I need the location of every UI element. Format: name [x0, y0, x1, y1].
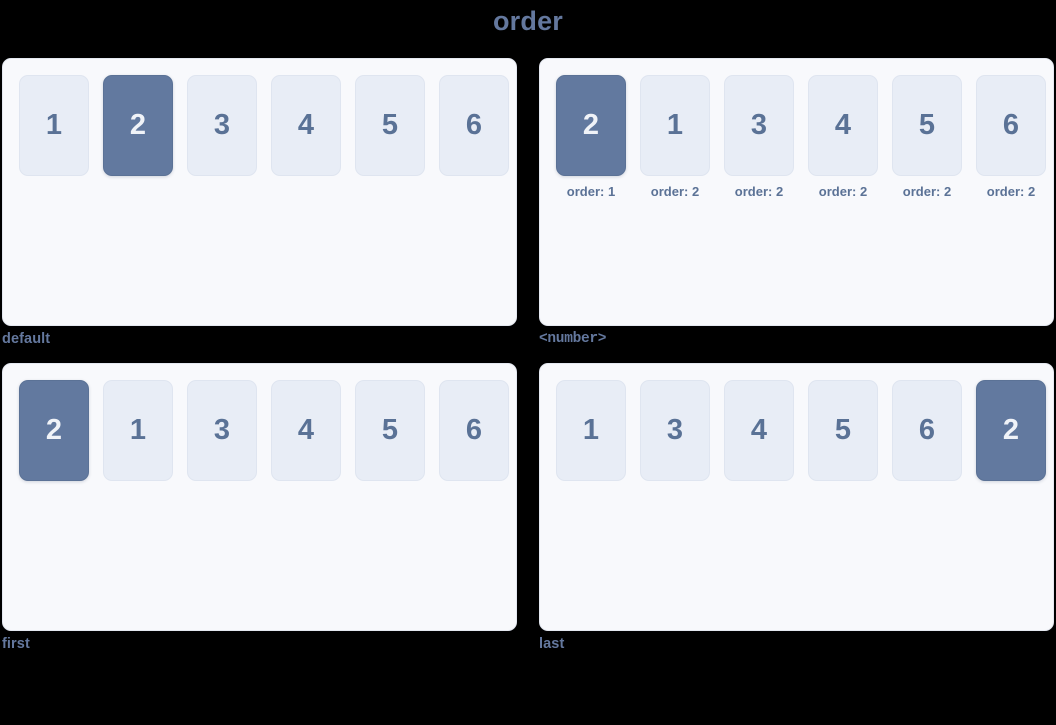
item-column: 1 — [556, 380, 626, 481]
item-column: 6 order: 2 — [976, 75, 1046, 200]
item-column: 4 — [271, 380, 341, 481]
flex-item[interactable]: 1 — [556, 380, 626, 481]
item-column: 2 order: 1 — [556, 75, 626, 200]
flex-item[interactable]: 5 — [808, 380, 878, 481]
item-column: 2 — [19, 380, 89, 481]
item-column: 1 — [19, 75, 89, 176]
flex-item[interactable]: 5 — [892, 75, 962, 176]
flex-item-highlighted[interactable]: 2 — [556, 75, 626, 176]
demo-block: 2 order: 1 1 order: 2 3 order: 2 4 order: 2 5 ord… — [539, 58, 1054, 348]
order-value-label: order: 2 — [734, 184, 784, 199]
flex-item[interactable]: 6 — [439, 380, 509, 481]
flex-item[interactable]: 4 — [808, 75, 878, 176]
flex-item[interactable]: 5 — [355, 380, 425, 481]
order-value-label: order: 2 — [986, 184, 1036, 199]
item-column: 5 — [808, 380, 878, 481]
order-value-label: order: 2 — [818, 184, 868, 199]
item-column: 2 — [976, 380, 1046, 481]
flex-item[interactable]: 3 — [187, 380, 257, 481]
item-column: 5 order: 2 — [892, 75, 962, 200]
flex-item[interactable]: 1 — [640, 75, 710, 176]
flex-item[interactable]: 3 — [640, 380, 710, 481]
item-column: 4 — [724, 380, 794, 481]
order-value-label: order: 2 — [650, 184, 700, 199]
flex-item[interactable]: 1 — [103, 380, 173, 481]
item-column: 3 — [640, 380, 710, 481]
flex-item-highlighted[interactable]: 2 — [103, 75, 173, 176]
item-column: 6 — [439, 380, 509, 481]
item-column: 5 — [355, 380, 425, 481]
item-column: 2 — [103, 75, 173, 176]
flex-item[interactable]: 3 — [187, 75, 257, 176]
item-column: 1 — [103, 380, 173, 481]
order-value-label: order: 2 — [902, 184, 952, 199]
item-column: 3 — [187, 75, 257, 176]
panel-label: default — [2, 331, 51, 347]
order-value-label: order: 1 — [566, 184, 616, 199]
item-column: 5 — [355, 75, 425, 176]
flex-item[interactable]: 4 — [271, 380, 341, 481]
flex-item[interactable]: 3 — [724, 75, 794, 176]
flex-item[interactable]: 5 — [355, 75, 425, 176]
demo-panel: 2 order: 1 1 order: 2 3 order: 2 4 order: 2 5 ord… — [539, 58, 1054, 326]
item-column: 6 — [892, 380, 962, 481]
page-title: order — [492, 6, 564, 36]
item-column: 4 order: 2 — [808, 75, 878, 200]
flex-item[interactable]: 6 — [976, 75, 1046, 176]
panel-label: <number> — [539, 331, 607, 347]
panel-label: last — [539, 636, 565, 652]
item-column: 3 order: 2 — [724, 75, 794, 200]
item-column: 4 — [271, 75, 341, 176]
item-column: 1 order: 2 — [640, 75, 710, 200]
flex-item-highlighted[interactable]: 2 — [976, 380, 1046, 481]
flex-item-highlighted[interactable]: 2 — [19, 380, 89, 481]
flex-item[interactable]: 1 — [19, 75, 89, 176]
panel-label: first — [2, 636, 30, 652]
flex-item[interactable]: 6 — [892, 380, 962, 481]
item-column: 6 — [439, 75, 509, 176]
flex-item[interactable]: 4 — [724, 380, 794, 481]
item-column: 3 — [187, 380, 257, 481]
flex-item[interactable]: 6 — [439, 75, 509, 176]
flex-item[interactable]: 4 — [271, 75, 341, 176]
